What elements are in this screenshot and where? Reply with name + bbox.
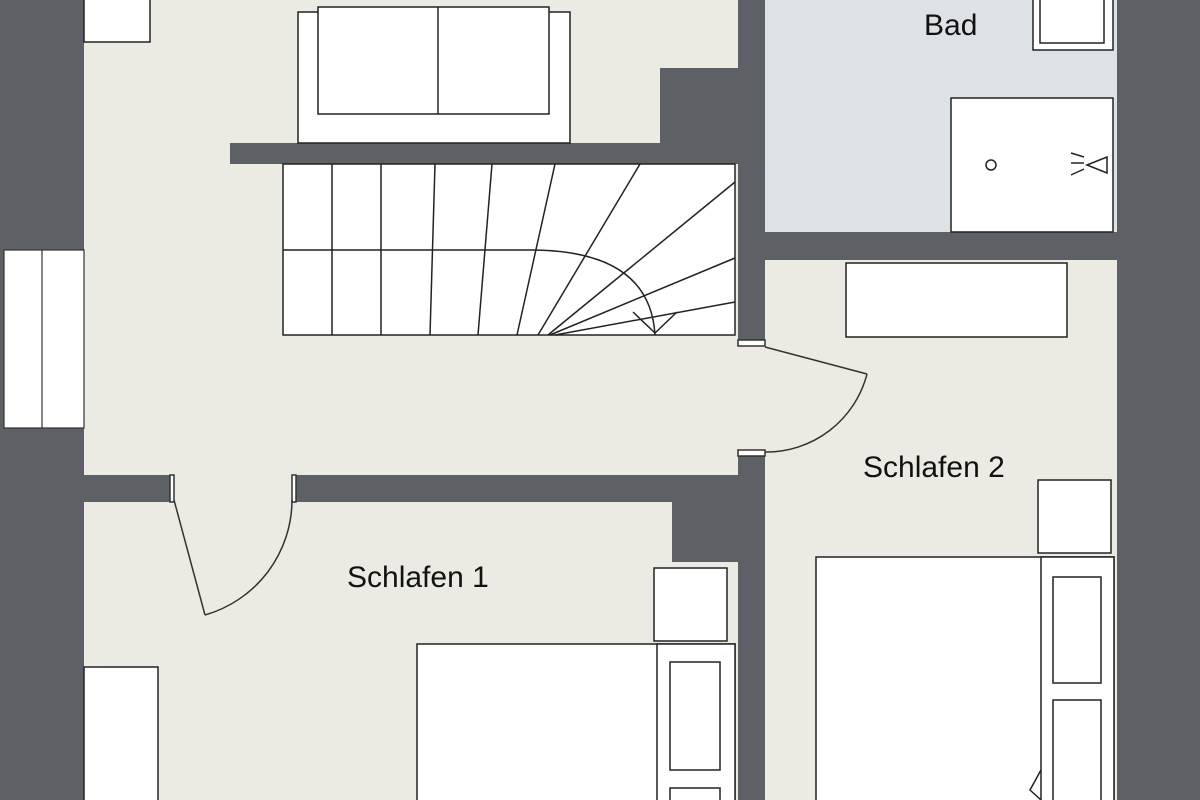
room-label-bedroom-1: Schlafen 1	[347, 561, 489, 594]
window-icon	[3, 249, 85, 429]
cabinet	[83, 0, 151, 43]
room-label-bedroom-2: Schlafen 2	[863, 451, 1005, 484]
staircase-icon	[282, 163, 736, 336]
wardrobe	[83, 666, 159, 800]
nightstand	[653, 567, 728, 642]
bed-icon	[416, 643, 736, 800]
door-swing-icon	[737, 339, 868, 457]
sofa-icon	[297, 6, 571, 144]
shower-icon	[950, 97, 1114, 233]
bed-icon	[815, 556, 1115, 800]
desk	[845, 262, 1068, 338]
nightstand	[1037, 479, 1112, 554]
door-swing-icon	[169, 474, 297, 616]
room-label-bath: Bad	[924, 9, 977, 42]
bath-cabinet	[1032, 0, 1114, 51]
